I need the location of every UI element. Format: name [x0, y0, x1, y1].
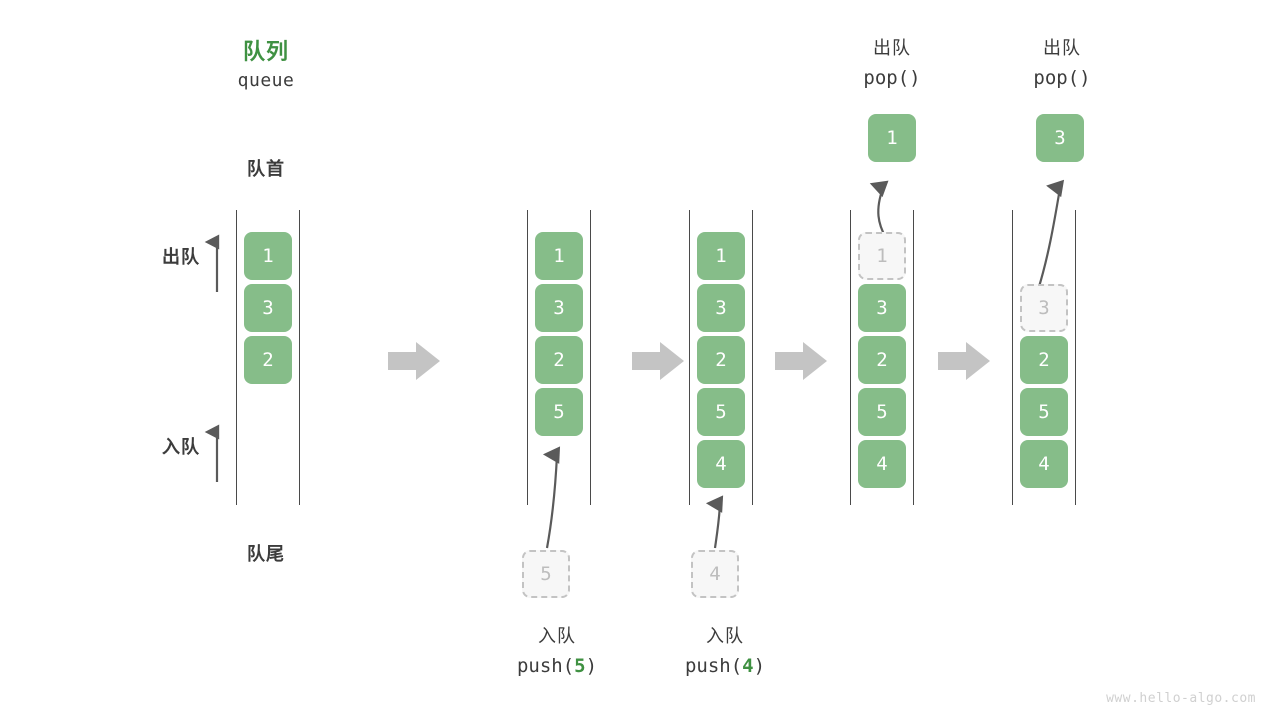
- pop-3-caption-cn: 出队: [1043, 38, 1081, 59]
- queue-cell: 2: [535, 336, 583, 384]
- queue-cell: 3: [858, 284, 906, 332]
- push-5-code-suffix: ): [585, 655, 598, 677]
- queue-cell-new: 4: [697, 440, 745, 488]
- queue-cell: 2: [244, 336, 292, 384]
- queue-rail-left: [1012, 210, 1013, 505]
- queue-cell-removed: 3: [1020, 284, 1068, 332]
- push-5-code-prefix: push(: [516, 655, 575, 677]
- queue-cell: 5: [1020, 388, 1068, 436]
- queue-cell: 5: [697, 388, 745, 436]
- queue-rail-right: [299, 210, 300, 505]
- queue-cell-new: 5: [535, 388, 583, 436]
- queue-cell: 1: [697, 232, 745, 280]
- popped-cell-3: 3: [1036, 114, 1084, 162]
- flow-arrow-3-icon: [775, 342, 827, 380]
- queue-cell: 2: [697, 336, 745, 384]
- queue-back-label: 队尾: [247, 544, 285, 565]
- push-4-code-prefix: push(: [684, 655, 743, 677]
- diagram-title-en: queue: [237, 70, 295, 91]
- push-4-caption-code: push(4): [655, 655, 795, 677]
- flow-arrow-1-icon: [388, 342, 440, 380]
- queue-cell: 2: [1020, 336, 1068, 384]
- queue-cell: 1: [244, 232, 292, 280]
- enqueue-direction-arrow-icon: [204, 424, 220, 482]
- queue-cell: 4: [858, 440, 906, 488]
- queue-rail-left: [850, 210, 851, 505]
- pop-1-caption-cn: 出队: [873, 38, 911, 59]
- push-5-caption-code: push(5): [487, 655, 627, 677]
- queue-cell: 3: [697, 284, 745, 332]
- flow-arrow-4-icon: [938, 342, 990, 380]
- incoming-ghost-cell-5: 5: [522, 550, 570, 598]
- queue-front-label: 队首: [247, 159, 285, 180]
- push-4-arrow-icon: [705, 495, 724, 549]
- queue-cell: 5: [858, 388, 906, 436]
- queue-rail-right: [752, 210, 753, 505]
- pop-1-caption-code: pop(): [863, 67, 921, 89]
- queue-rail-right: [590, 210, 591, 505]
- push-5-arrow-icon: [542, 446, 561, 549]
- queue-cell: 3: [244, 284, 292, 332]
- push-5-caption-cn: 入队: [538, 626, 576, 647]
- pop-3-caption-code: pop(): [1033, 67, 1091, 89]
- push-4-code-suffix: ): [753, 655, 766, 677]
- push-5-code-num: 5: [574, 655, 586, 677]
- incoming-ghost-cell-4: 4: [691, 550, 739, 598]
- queue-cell: 1: [535, 232, 583, 280]
- queue-rail-right: [913, 210, 914, 505]
- dequeue-direction-arrow-icon: [204, 234, 220, 292]
- queue-cell-removed: 1: [858, 232, 906, 280]
- queue-rail-left: [236, 210, 237, 505]
- queue-rail-left: [689, 210, 690, 505]
- queue-rail-right: [1075, 210, 1076, 505]
- pop-1-arrow-icon: [869, 180, 889, 239]
- queue-cell: 4: [1020, 440, 1068, 488]
- site-watermark: www.hello-algo.com: [1106, 691, 1256, 706]
- enqueue-direction-label: 入队: [162, 437, 200, 458]
- push-4-code-num: 4: [742, 655, 754, 677]
- push-4-caption-cn: 入队: [706, 626, 744, 647]
- queue-rail-left: [527, 210, 528, 505]
- dequeue-direction-label: 出队: [162, 247, 200, 268]
- flow-arrow-2-icon: [632, 342, 684, 380]
- popped-cell-1: 1: [868, 114, 916, 162]
- queue-cell: 3: [535, 284, 583, 332]
- pop-3-arrow-icon: [1036, 179, 1065, 291]
- queue-cell: 2: [858, 336, 906, 384]
- diagram-title-cn: 队列: [242, 40, 289, 65]
